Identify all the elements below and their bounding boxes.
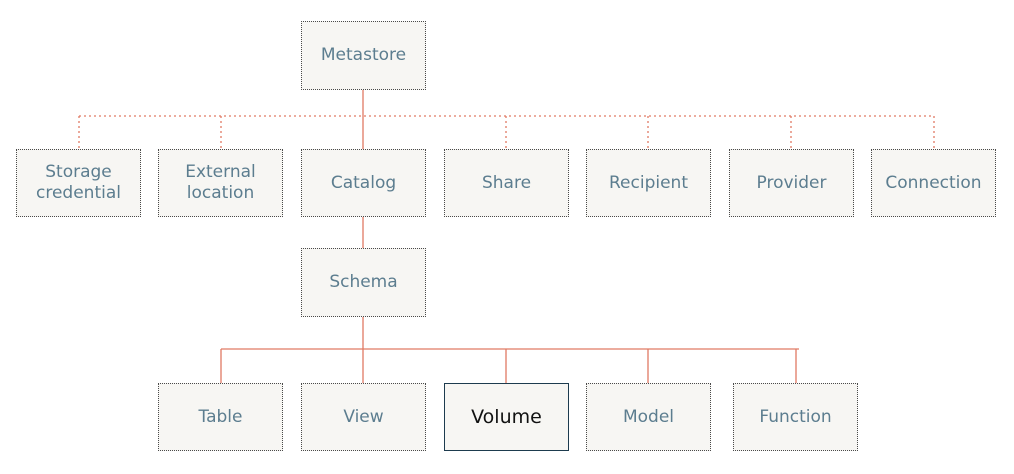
model-node: Model	[586, 383, 711, 451]
recipient-node: Recipient	[586, 149, 711, 217]
table-node: Table	[158, 383, 283, 451]
provider-node: Provider	[729, 149, 854, 217]
storage-credential-node: Storage credential	[16, 149, 141, 217]
function-node: Function	[733, 383, 858, 451]
view-node: View	[301, 383, 426, 451]
volume-node: Volume	[444, 383, 569, 451]
connection-node: Connection	[871, 149, 996, 217]
schema-node: Schema	[301, 248, 426, 317]
catalog-node: Catalog	[301, 149, 426, 217]
metastore-node: Metastore	[301, 21, 426, 90]
external-location-node: External location	[158, 149, 283, 217]
share-node: Share	[444, 149, 569, 217]
